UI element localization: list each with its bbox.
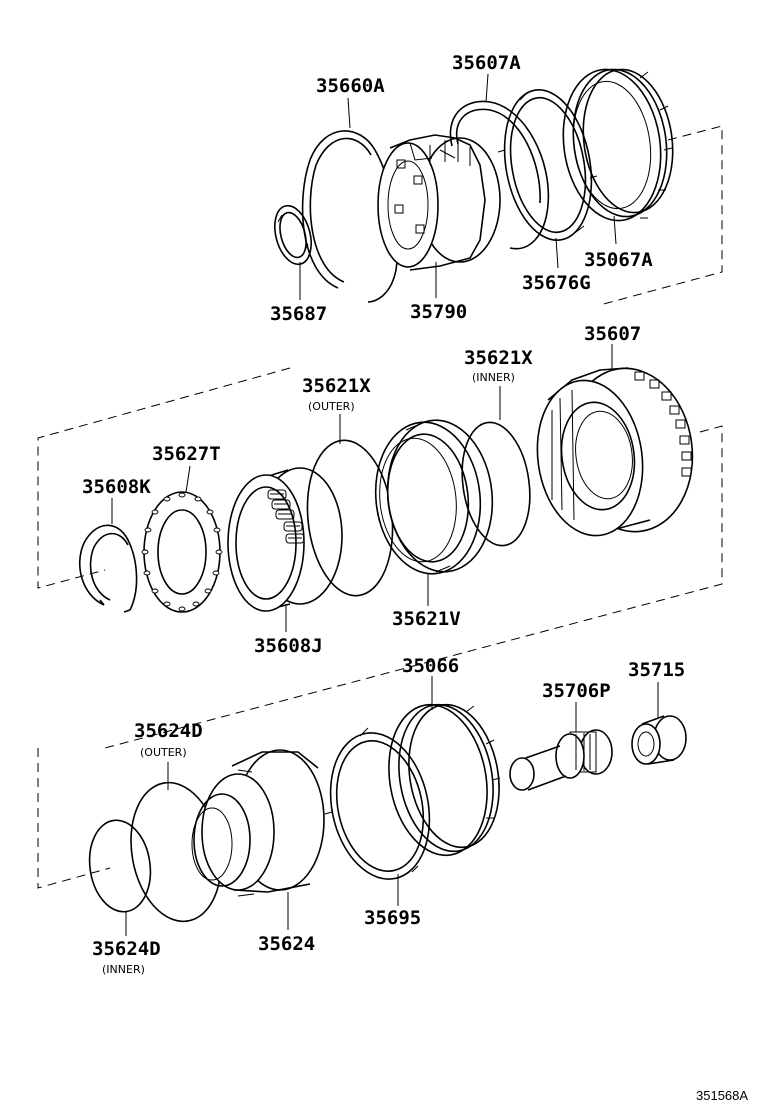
drum-teeth <box>634 371 692 477</box>
part-35695-plate <box>324 727 431 880</box>
part-35715-bushing <box>631 715 687 765</box>
part-35621X-inner-oring <box>461 421 531 547</box>
label-35676G[interactable]: 35676G <box>522 272 591 294</box>
label-35627T[interactable]: 35627T <box>152 443 221 465</box>
label-35608K[interactable]: 35608K <box>82 476 151 498</box>
part-35660A-snap-ring <box>301 130 399 303</box>
label-35066[interactable]: 35066 <box>402 655 459 677</box>
label-35695[interactable]: 35695 <box>364 907 421 929</box>
part-35067A-clutch-pack <box>562 68 674 222</box>
label-35067A[interactable]: 35067A <box>584 249 653 271</box>
part-35621V-piston <box>374 419 494 575</box>
part-35066-clutch-pack <box>388 703 501 857</box>
leader-lines <box>111 73 659 936</box>
label-35621X-outer[interactable]: 35621X <box>302 375 371 397</box>
note-35624D-outer: (OUTER) <box>140 746 187 759</box>
part-35608J-piston <box>227 467 343 612</box>
note-35621X-inner: (INNER) <box>472 371 515 384</box>
label-35624[interactable]: 35624 <box>258 933 315 955</box>
part-35607A-snap-ring <box>449 100 550 250</box>
part-35624D-inner-oring <box>88 819 152 913</box>
label-35608J[interactable]: 35608J <box>254 635 323 657</box>
label-35607[interactable]: 35607 <box>584 323 641 345</box>
label-35715[interactable]: 35715 <box>628 659 685 681</box>
label-35706P[interactable]: 35706P <box>542 680 611 702</box>
group-frames <box>37 125 723 889</box>
label-35790[interactable]: 35790 <box>410 301 467 323</box>
part-35608K-snap-ring <box>79 524 138 613</box>
label-35660A[interactable]: 35660A <box>316 75 385 97</box>
part-35607-drum <box>536 367 694 537</box>
piston-springs <box>267 489 305 544</box>
note-35624D-inner: (INNER) <box>102 963 145 976</box>
label-35621V[interactable]: 35621V <box>392 608 461 630</box>
label-35624D-outer[interactable]: 35624D <box>134 720 203 742</box>
part-labels: 35660A 35607A 35687 35790 35676G 35067A … <box>82 52 748 1103</box>
label-35621X-inner[interactable]: 35621X <box>464 347 533 369</box>
part-35624-piston <box>191 749 325 897</box>
part-35687-washer <box>274 204 312 266</box>
part-35627T-retainer <box>141 491 223 613</box>
part-35676G-plate <box>497 89 598 241</box>
label-35687[interactable]: 35687 <box>270 303 327 325</box>
part-35790-clutch-drum <box>377 134 501 271</box>
label-35624D-inner[interactable]: 35624D <box>92 938 161 960</box>
diagram-code: 351568A <box>696 1088 748 1103</box>
part-35706P-gear-shaft <box>509 729 613 791</box>
label-35607A[interactable]: 35607A <box>452 52 521 74</box>
note-35621X-outer: (OUTER) <box>308 400 355 413</box>
